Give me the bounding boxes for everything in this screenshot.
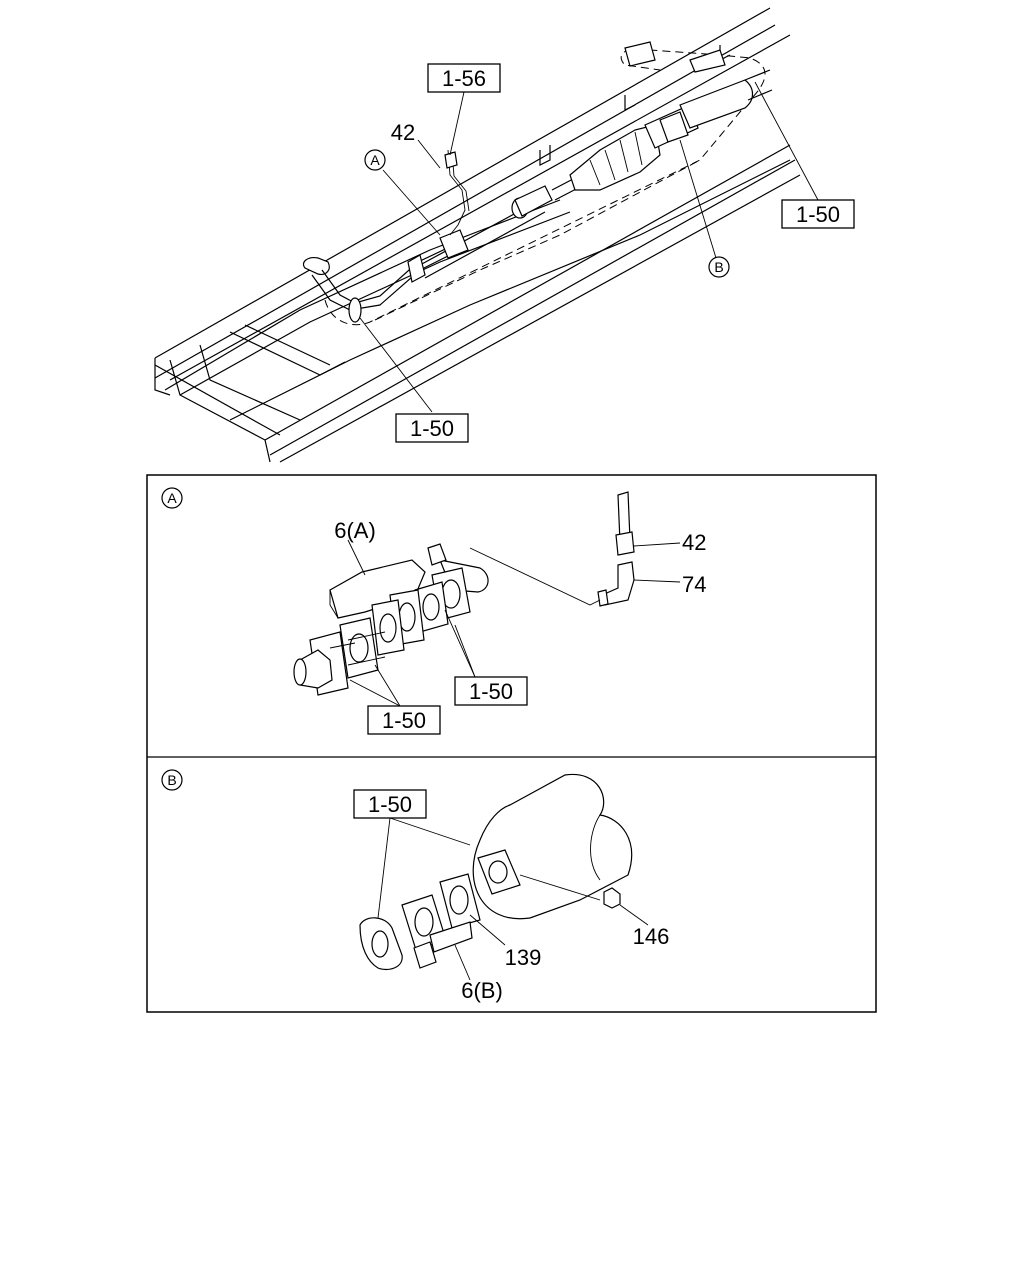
ref-box-1-50-right: [781, 199, 855, 229]
part-label-42: 42: [391, 120, 415, 145]
nut-146: [603, 887, 621, 909]
ref-label-1-56: 1-56: [442, 66, 486, 91]
callout-b-label: B: [714, 259, 723, 275]
detail-a-ref-box-right: [454, 676, 528, 706]
chassis-frame: [154, 7, 801, 463]
ref-label-1-50-right: 1-50: [796, 202, 840, 227]
detail-a-part-label-74: 74: [682, 572, 706, 597]
detail-b-ref-box: [353, 789, 427, 819]
detail-a-panel: A: [161, 487, 706, 735]
detail-a-part-label-6a: 6(A): [334, 518, 376, 543]
detail-b-callout-circle: [161, 769, 183, 791]
detail-a-part-label-42: 42: [682, 530, 706, 555]
detail-a-callout-circle: [161, 487, 183, 509]
heat-shield-6a: [329, 559, 426, 619]
overview-illustration: 1-56 42 A B 1-50 1-50: [154, 7, 855, 463]
callout-a-label: A: [370, 152, 380, 168]
detail-b-part-label-139: 139: [505, 945, 542, 970]
detail-b-callout-label: B: [167, 772, 176, 788]
exhaust-pipe: [302, 41, 773, 323]
ref-box-1-50-bottom: [395, 413, 469, 443]
elbow-74: [599, 561, 635, 606]
detail-b-ref-label: 1-50: [368, 792, 412, 817]
callout-b-circle: [708, 256, 730, 278]
detail-a-ref-label-left: 1-50: [382, 708, 426, 733]
ref-box-1-56: [427, 63, 501, 93]
detail-a-ref-label-right: 1-50: [469, 679, 513, 704]
detail-a-callout-label: A: [167, 490, 177, 506]
ref-label-1-50-bottom: 1-50: [410, 416, 454, 441]
detail-b-part-label-146: 146: [633, 924, 670, 949]
detail-b-panel: B 1-50 139 146 6(B): [161, 769, 670, 1003]
detail-panels-frame: [146, 474, 877, 1013]
detail-a-ref-box-left: [367, 705, 441, 735]
detail-b-part-label-6b: 6(B): [461, 978, 503, 1003]
callout-a-circle: [364, 149, 386, 171]
